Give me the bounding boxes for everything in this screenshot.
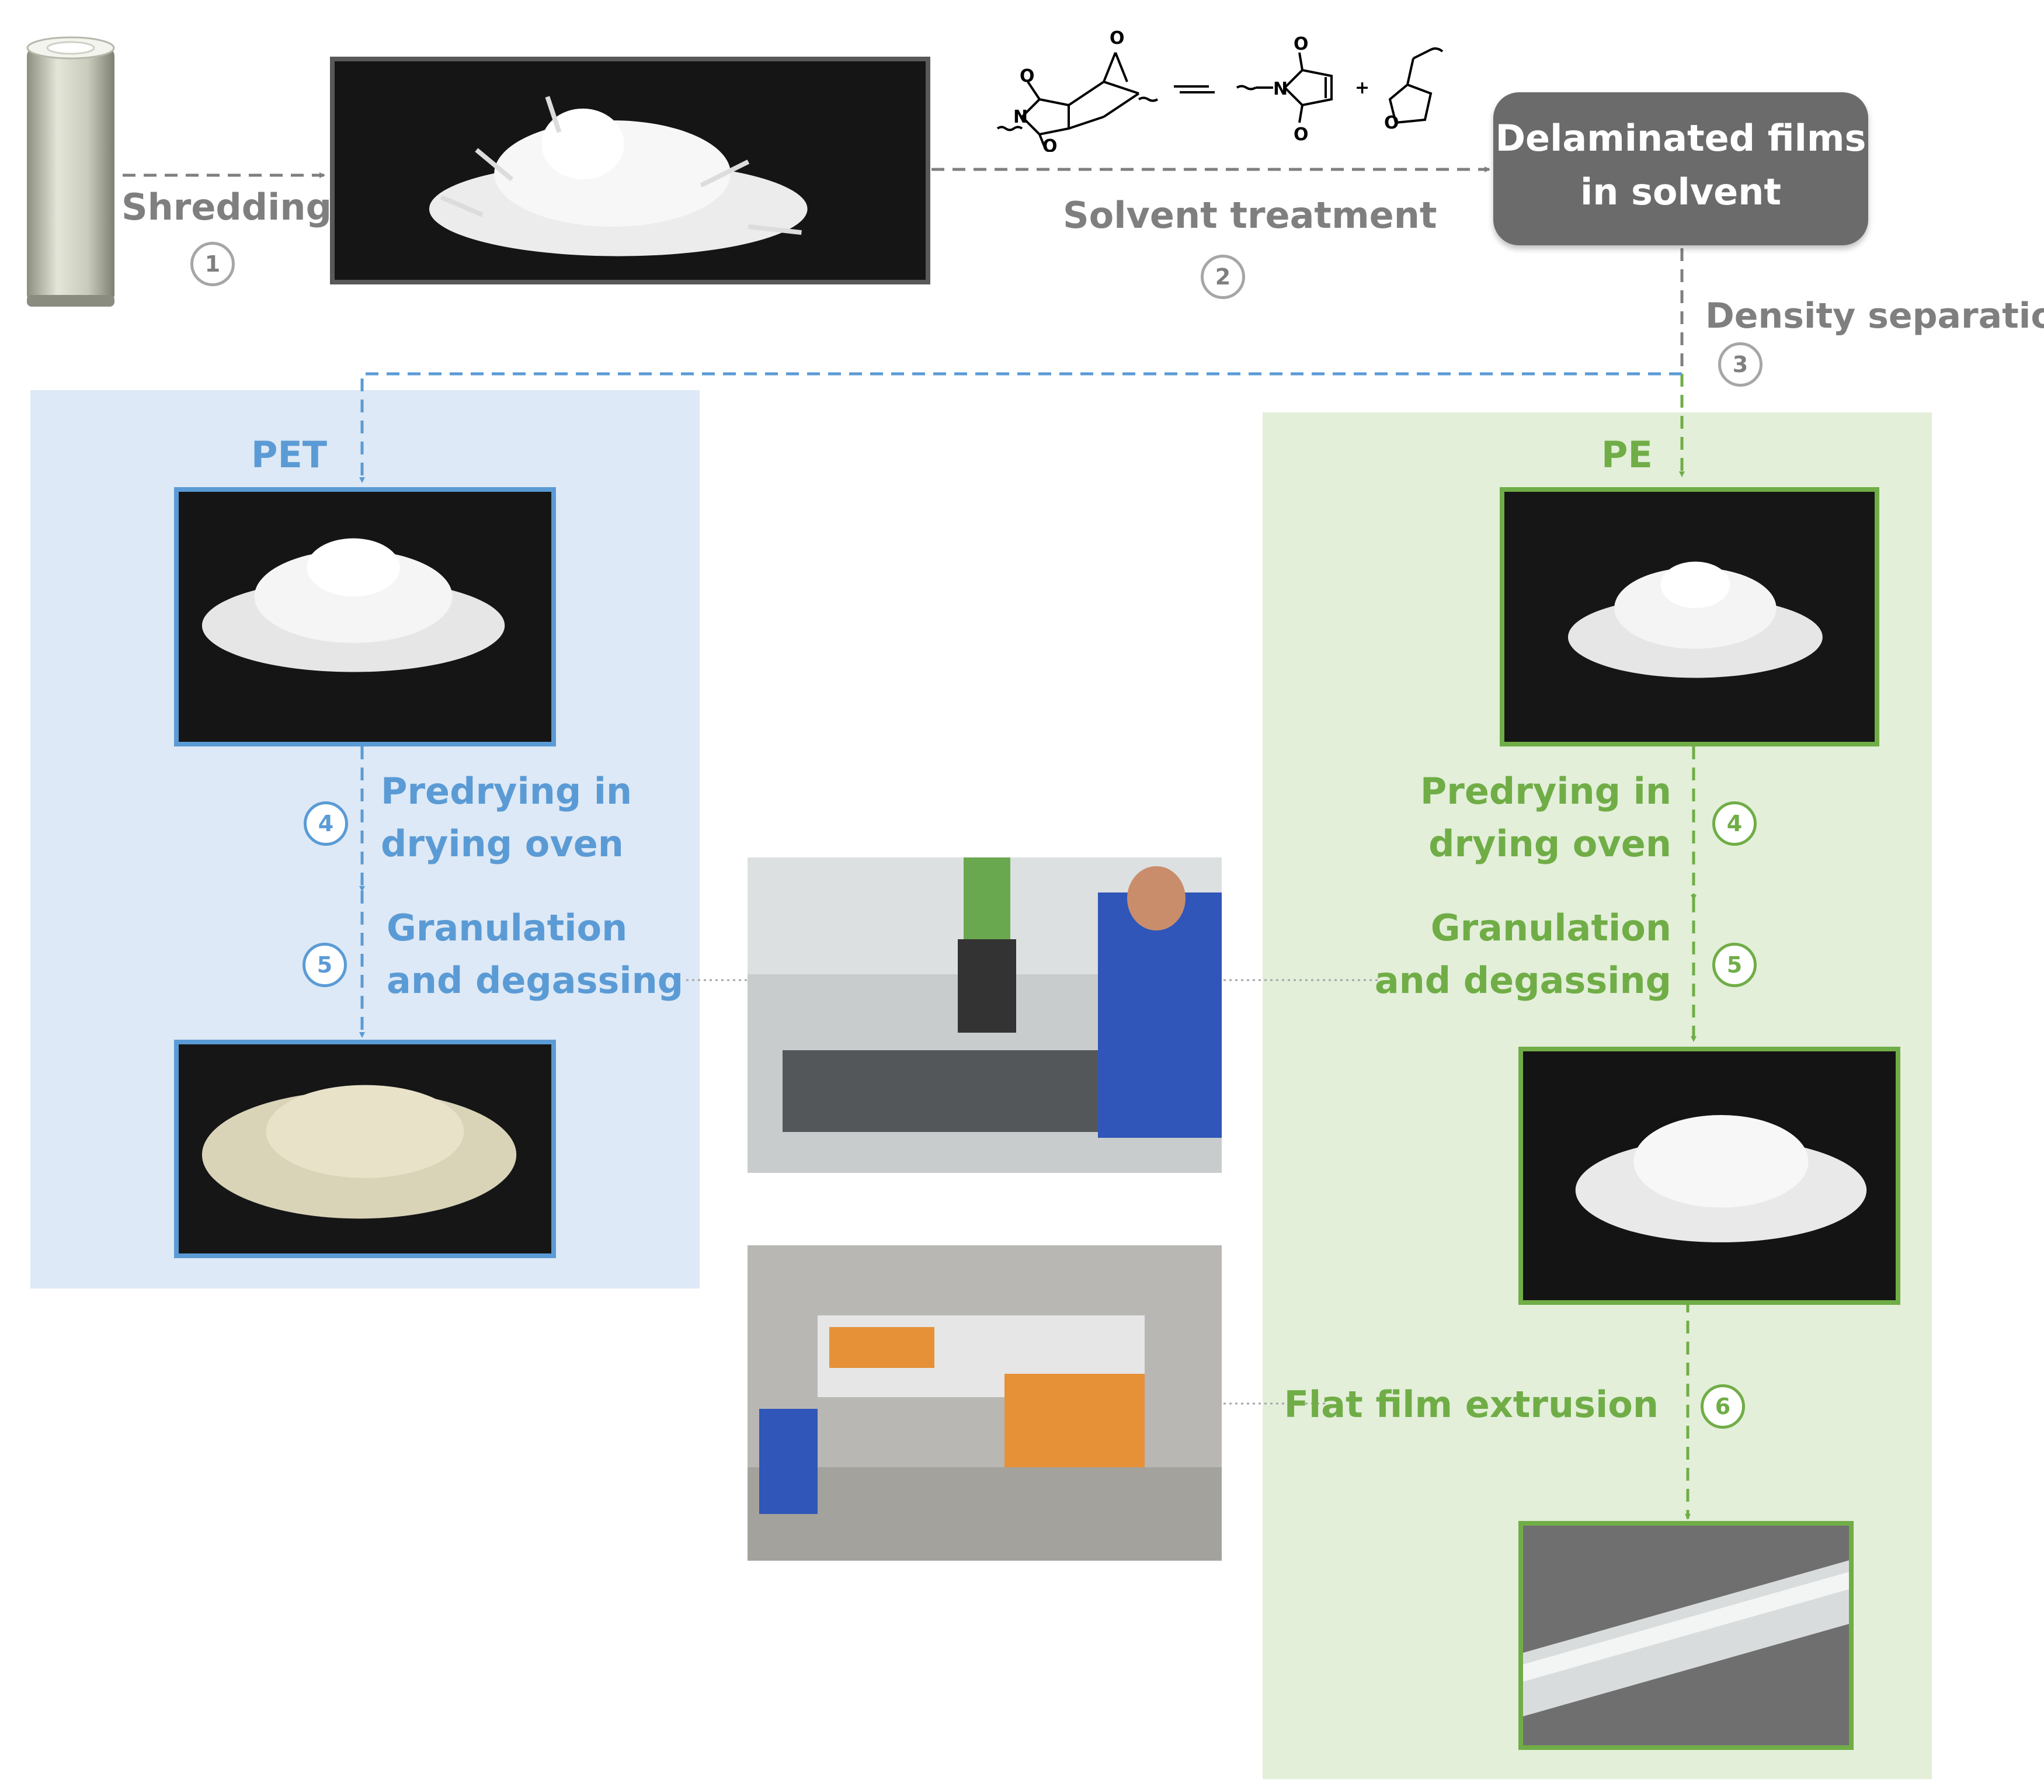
chem-o-3: O	[1042, 136, 1058, 152]
chem-o-2: O	[1110, 28, 1125, 48]
label-extrusion: Flat film extrusion	[1284, 1383, 1659, 1426]
delaminated-line2: in solvent	[1580, 171, 1781, 213]
pet-step-4-badge: 4	[304, 801, 348, 846]
delaminated-films-box	[1493, 92, 1868, 245]
pet-title: PET	[251, 433, 328, 476]
chem-n-2: N	[1273, 79, 1288, 99]
pet-gran-line1: Granulation	[387, 907, 628, 949]
pet-predry-line2: drying oven	[381, 822, 624, 865]
pe-gran-line2: and degassing	[1374, 959, 1671, 1002]
extruder-lab-photo	[748, 857, 1222, 1173]
chem-o-4: O	[1294, 34, 1309, 54]
diels-alder-scheme: O N O O N O O + O	[996, 28, 1444, 152]
delaminated-line1: Delaminated films	[1495, 117, 1866, 159]
step-2-badge: 2	[1201, 255, 1245, 299]
pet-predry-line1: Predrying in	[381, 770, 632, 812]
arrow-to-pet	[359, 372, 1682, 483]
pe-predry-line1: Predrying in	[1420, 770, 1671, 812]
step-1-badge: 1	[190, 242, 235, 286]
label-solvent: Solvent treatment	[1063, 194, 1437, 237]
label-density: Density separation	[1705, 296, 2044, 336]
pe-step-5-badge: 5	[1712, 943, 1757, 987]
film-line-photo	[748, 1245, 1222, 1561]
step-6-badge: 6	[1701, 1384, 1745, 1429]
pe-step-4-badge: 4	[1712, 801, 1757, 846]
pet-step-5-badge: 5	[303, 943, 347, 987]
pet-flakes-photo	[174, 487, 556, 746]
chem-plus: +	[1355, 78, 1369, 98]
shredded-flakes-photo	[330, 57, 930, 284]
chem-o-5: O	[1294, 124, 1309, 145]
pe-predry-line2: drying oven	[1428, 822, 1671, 865]
chem-o-6: O	[1384, 113, 1399, 133]
film-roll-image	[26, 36, 115, 307]
step-3-badge: 3	[1718, 342, 1763, 387]
pet-granules-photo	[174, 1040, 556, 1258]
pet-gran-line2: and degassing	[387, 959, 684, 1002]
label-shredding: Shredding	[121, 186, 332, 228]
pe-flakes-photo	[1500, 487, 1879, 746]
pe-film-photo	[1518, 1521, 1854, 1750]
pe-gran-line1: Granulation	[1430, 907, 1671, 949]
chem-o-1: O	[1020, 66, 1035, 86]
pe-title: PE	[1601, 433, 1653, 476]
pe-granules-photo	[1518, 1047, 1900, 1305]
chem-n-1: N	[1013, 107, 1028, 127]
